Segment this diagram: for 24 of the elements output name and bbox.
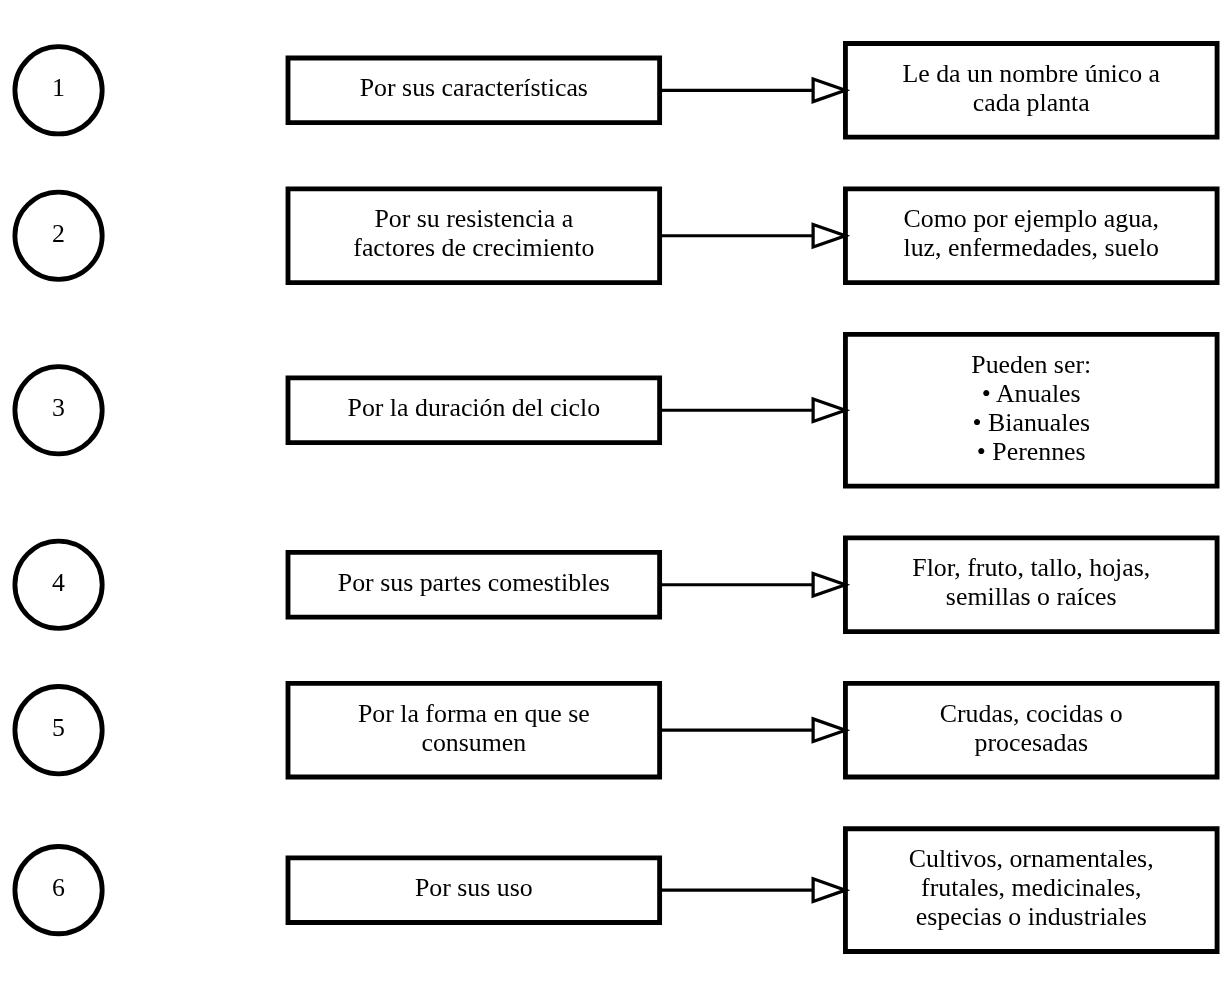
node-box: Por la forma en que se consumen <box>285 680 663 779</box>
node-box: Pueden ser: • Anuales • Bianuales • Perennes <box>843 331 1220 489</box>
arrow <box>659 76 851 104</box>
node-box: Por su resistencia a factores de crecimiento <box>285 185 663 285</box>
node-box: Por sus partes comestibles <box>285 549 663 619</box>
node-circle: 4 <box>12 538 105 631</box>
node-box: Por sus uso <box>285 854 663 925</box>
node-box: Crudas, cocidas o procesadas <box>843 680 1220 779</box>
node-circle: 6 <box>12 843 105 936</box>
arrow <box>659 716 851 744</box>
arrow <box>659 396 851 424</box>
node-box: Por la duración del ciclo <box>285 375 663 445</box>
node-box: Como por ejemplo agua, luz, enfermedades, suelo <box>843 185 1220 285</box>
arrow <box>659 221 851 249</box>
node-box: Por sus características <box>285 55 663 125</box>
arrow <box>659 876 851 904</box>
node-circle: 3 <box>12 363 105 456</box>
node-box: Le da un nombre único a cada planta <box>843 40 1220 140</box>
node-box: Flor, fruto, tallo, hojas, semillas o raíces <box>843 534 1220 634</box>
node-circle: 1 <box>12 43 105 136</box>
node-circle: 5 <box>12 683 105 776</box>
node-circle: 2 <box>12 189 105 282</box>
node-box: Cultivos, ornamentales, frutales, medicinales, especias o industriales <box>843 825 1220 954</box>
arrow <box>659 570 851 598</box>
